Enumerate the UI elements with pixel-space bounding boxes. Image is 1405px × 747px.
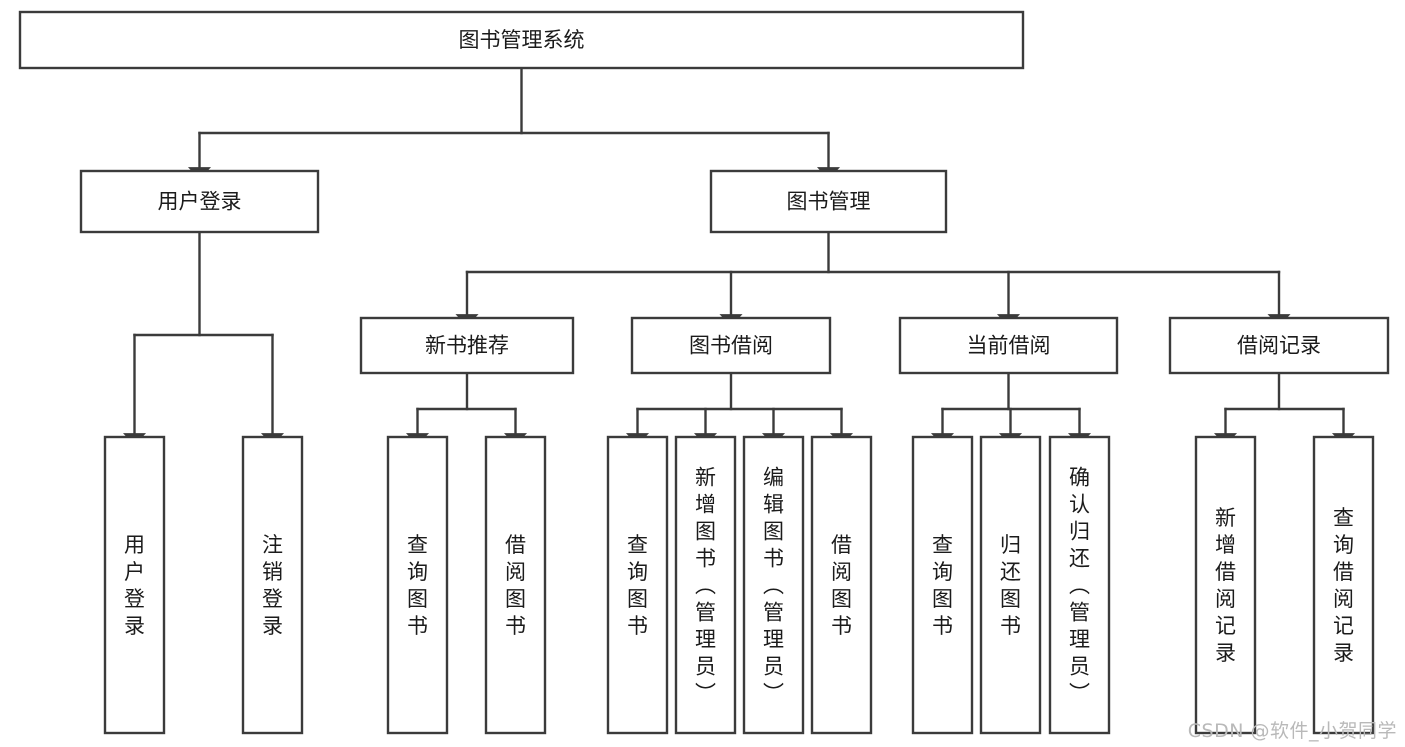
node-label: 图书管理系统 [459, 28, 585, 52]
node-layer: 图书管理系统用户登录图书管理新书推荐图书借阅当前借阅借阅记录用户登录注销登录查询… [18, 10, 1390, 735]
node-label: 当前借阅 [967, 334, 1051, 358]
node-box [241, 435, 304, 735]
node-label: 图书借阅 [689, 334, 773, 358]
node-box [359, 316, 575, 375]
csdn-watermark: CSDN @软件_小贺同学 [1187, 720, 1397, 742]
node-current-borrow[interactable]: 当前借阅 [898, 316, 1119, 375]
node-book-manage[interactable]: 图书管理 [709, 169, 948, 234]
node-leaf-user-login[interactable]: 用户登录 [103, 435, 166, 735]
node-leaf-borrow-book-recommend[interactable]: 借阅图书 [484, 435, 547, 735]
node-label: 查询图书 [407, 533, 428, 638]
node-leaf-return-book[interactable]: 归还图书 [979, 435, 1042, 735]
node-box [810, 435, 873, 735]
node-label: 新增借阅记录 [1215, 506, 1236, 665]
node-box [1194, 435, 1257, 735]
node-leaf-add-book-admin[interactable]: 新增图书︵管理员︶ [674, 435, 737, 735]
node-label: 查询图书 [627, 533, 648, 638]
node-borrow-record[interactable]: 借阅记录 [1168, 316, 1390, 375]
node-box [606, 435, 669, 735]
node-label: 新书推荐 [425, 334, 509, 358]
node-book-borrow[interactable]: 图书借阅 [630, 316, 832, 375]
node-label: 用户登录 [158, 190, 242, 214]
node-box [386, 435, 449, 735]
node-leaf-query-borrow-record[interactable]: 查询借阅记录 [1312, 435, 1375, 735]
node-user-login[interactable]: 用户登录 [79, 169, 320, 234]
node-label: 编辑图书︵管理员︶ [763, 466, 784, 706]
node-label: 查询图书 [932, 533, 953, 638]
node-box [979, 435, 1042, 735]
node-label: 借阅图书 [831, 533, 852, 638]
node-box [1048, 435, 1111, 735]
node-label: 查询借阅记录 [1333, 506, 1354, 665]
node-box [742, 435, 805, 735]
node-leaf-confirm-return-admin[interactable]: 确认归还︵管理员︶ [1048, 435, 1111, 735]
node-root[interactable]: 图书管理系统 [18, 10, 1025, 70]
node-label: 确认归还︵管理员︶ [1069, 466, 1090, 706]
node-leaf-add-borrow-record[interactable]: 新增借阅记录 [1194, 435, 1257, 735]
node-box [1168, 316, 1390, 375]
node-label: 用户登录 [124, 533, 145, 638]
node-label: 归还图书 [1000, 533, 1021, 638]
node-box [1312, 435, 1375, 735]
node-box [674, 435, 737, 735]
node-box [709, 169, 948, 234]
node-box [18, 10, 1025, 70]
node-box [911, 435, 974, 735]
node-box [898, 316, 1119, 375]
node-label: 新增图书︵管理员︶ [695, 466, 716, 706]
node-new-book-recommend[interactable]: 新书推荐 [359, 316, 575, 375]
node-leaf-query-book-current[interactable]: 查询图书 [911, 435, 974, 735]
edge-layer [122, 66, 1356, 446]
node-box [103, 435, 166, 735]
node-label: 图书管理 [787, 190, 871, 214]
node-label: 借阅记录 [1237, 334, 1321, 358]
node-label: 借阅图书 [505, 533, 526, 638]
node-leaf-query-book-recommend[interactable]: 查询图书 [386, 435, 449, 735]
node-label: 注销登录 [262, 533, 283, 638]
node-box [630, 316, 832, 375]
node-leaf-borrow-book[interactable]: 借阅图书 [810, 435, 873, 735]
node-leaf-query-book-borrow[interactable]: 查询图书 [606, 435, 669, 735]
node-box [79, 169, 320, 234]
node-leaf-logout-login[interactable]: 注销登录 [241, 435, 304, 735]
node-box [484, 435, 547, 735]
node-leaf-edit-book-admin[interactable]: 编辑图书︵管理员︶ [742, 435, 805, 735]
